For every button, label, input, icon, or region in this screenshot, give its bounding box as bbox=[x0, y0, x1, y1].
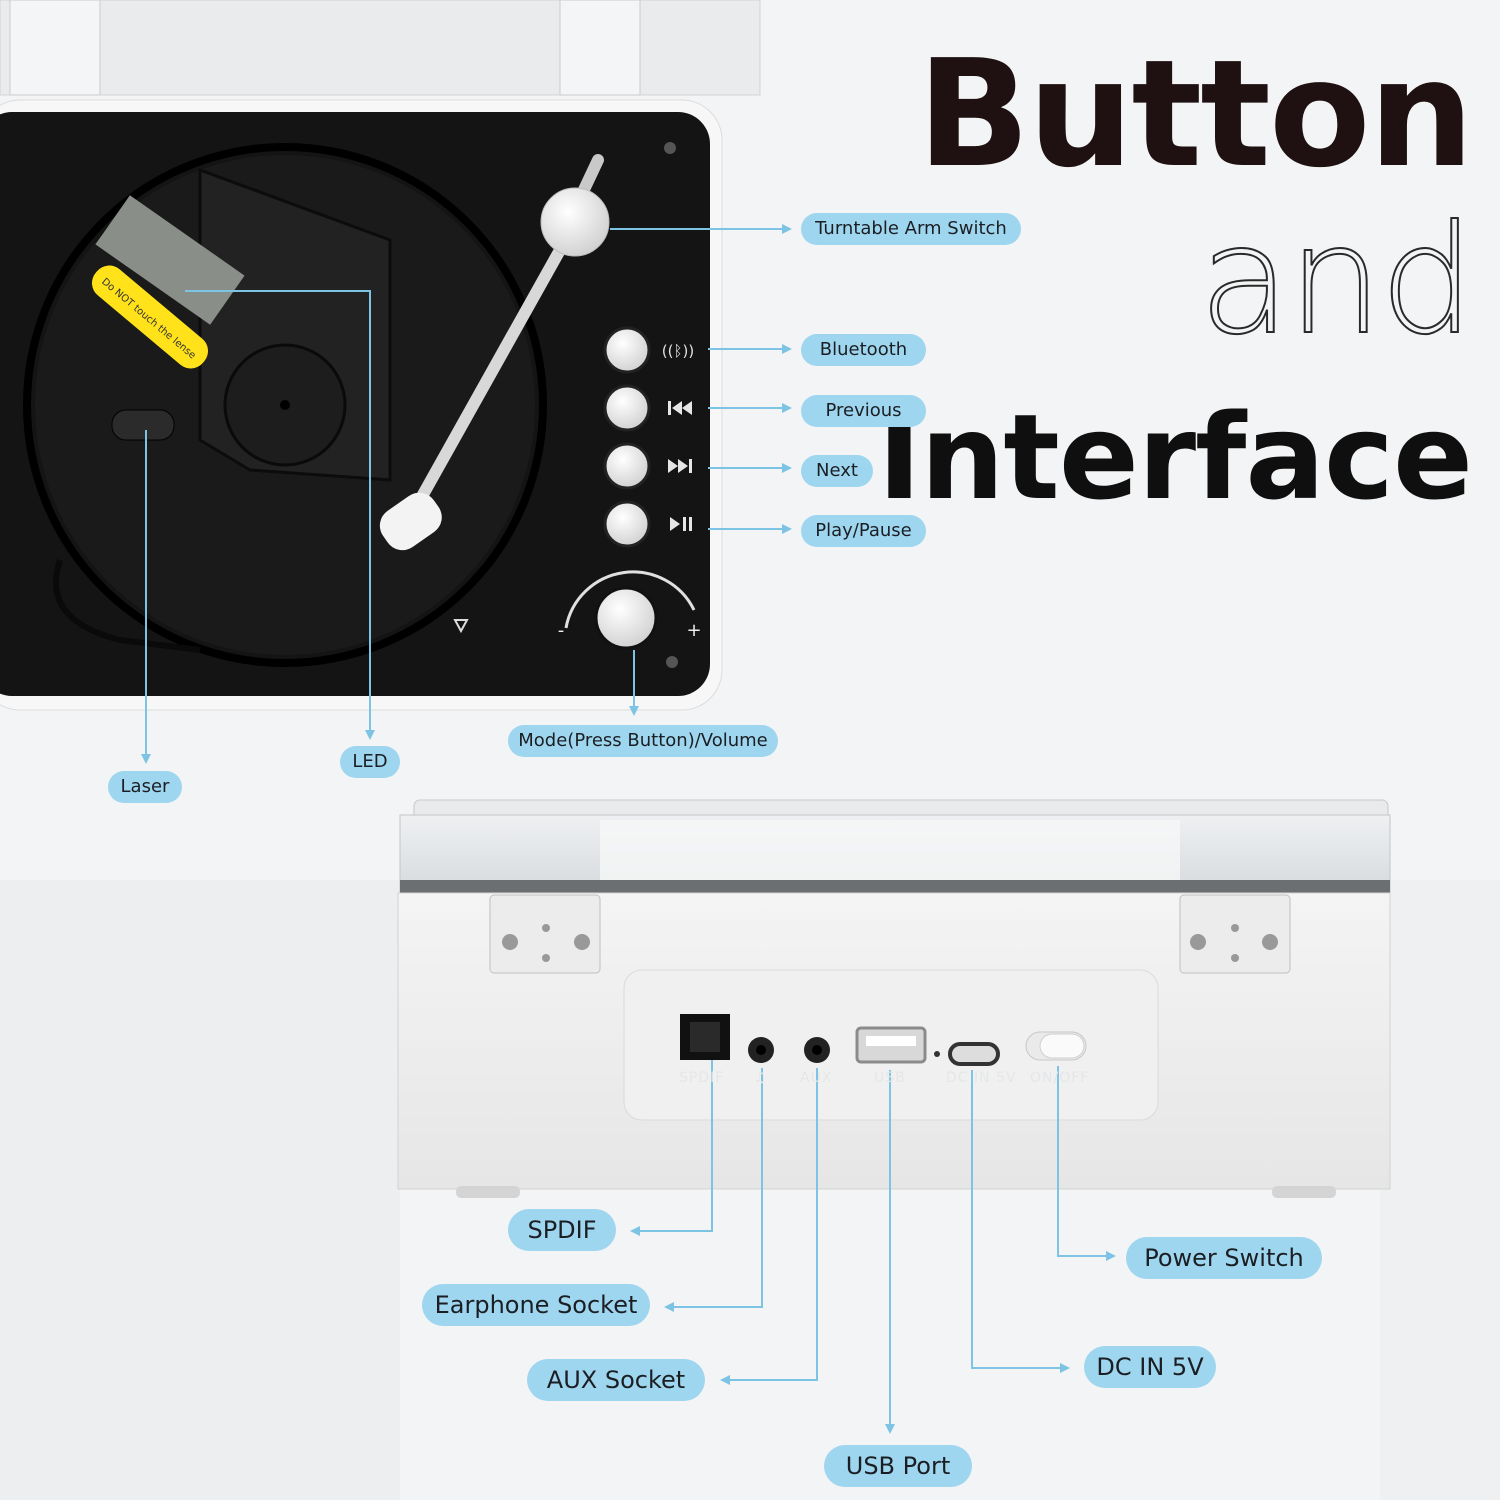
port-label-spdif: SPDIF bbox=[679, 1070, 725, 1086]
callout-led: LED bbox=[340, 746, 400, 778]
callout-laser: Laser bbox=[108, 771, 182, 803]
volume-minus-mark: - bbox=[558, 620, 565, 641]
callout-play-pause: Play/Pause bbox=[801, 515, 926, 547]
callout-previous: Previous bbox=[801, 395, 926, 427]
port-label-onoff: ON/OFF bbox=[1030, 1070, 1090, 1086]
port-label-headphone: ♫ bbox=[754, 1070, 768, 1086]
callout-usb-port: USB Port bbox=[824, 1445, 972, 1487]
play-pause-button[interactable] bbox=[603, 500, 651, 548]
callout-dc-in-5v: DC IN 5V bbox=[1084, 1346, 1216, 1388]
callout-bluetooth: Bluetooth bbox=[801, 334, 926, 366]
turntable-back-view bbox=[397, 799, 1391, 1198]
headline-line-1: Button bbox=[917, 28, 1474, 200]
previous-button[interactable] bbox=[603, 384, 651, 432]
usb-c-port[interactable] bbox=[948, 1042, 1000, 1066]
control-buttons bbox=[603, 326, 651, 548]
callout-power-switch: Power Switch bbox=[1126, 1237, 1322, 1279]
volume-plus-mark: + bbox=[686, 620, 701, 641]
previous-icon bbox=[668, 401, 692, 415]
callout-earphone-socket: Earphone Socket bbox=[422, 1284, 650, 1326]
port-label-dc: DC IN 5V bbox=[946, 1070, 1017, 1086]
callout-mode-volume: Mode(Press Button)/Volume bbox=[508, 725, 778, 757]
port-label-usb: USB bbox=[874, 1070, 906, 1086]
mode-volume-knob[interactable] bbox=[594, 586, 658, 650]
turntable-top-view: Do NOT touch the lense ((ᛒ)) bbox=[0, 0, 761, 711]
callout-aux-socket: AUX Socket bbox=[527, 1359, 705, 1401]
next-icon bbox=[668, 459, 692, 473]
triangle-marker-icon bbox=[453, 619, 469, 634]
bluetooth-icon: ((ᛒ)) bbox=[662, 342, 694, 360]
headline-line-3: Interface bbox=[877, 388, 1473, 526]
callout-next: Next bbox=[801, 455, 873, 487]
leader-lines-bottom bbox=[630, 1060, 1116, 1434]
headline-line-2: and bbox=[1198, 194, 1476, 368]
port-label-aux: AUX bbox=[800, 1070, 833, 1086]
bluetooth-button[interactable] bbox=[603, 326, 651, 374]
button-icons: ((ᛒ)) bbox=[662, 342, 694, 531]
callout-turntable-arm-switch: Turntable Arm Switch bbox=[801, 213, 1021, 245]
callout-spdif: SPDIF bbox=[508, 1209, 616, 1251]
play-pause-icon bbox=[670, 517, 692, 531]
next-button[interactable] bbox=[603, 442, 651, 490]
leader-lines-top bbox=[141, 224, 792, 764]
